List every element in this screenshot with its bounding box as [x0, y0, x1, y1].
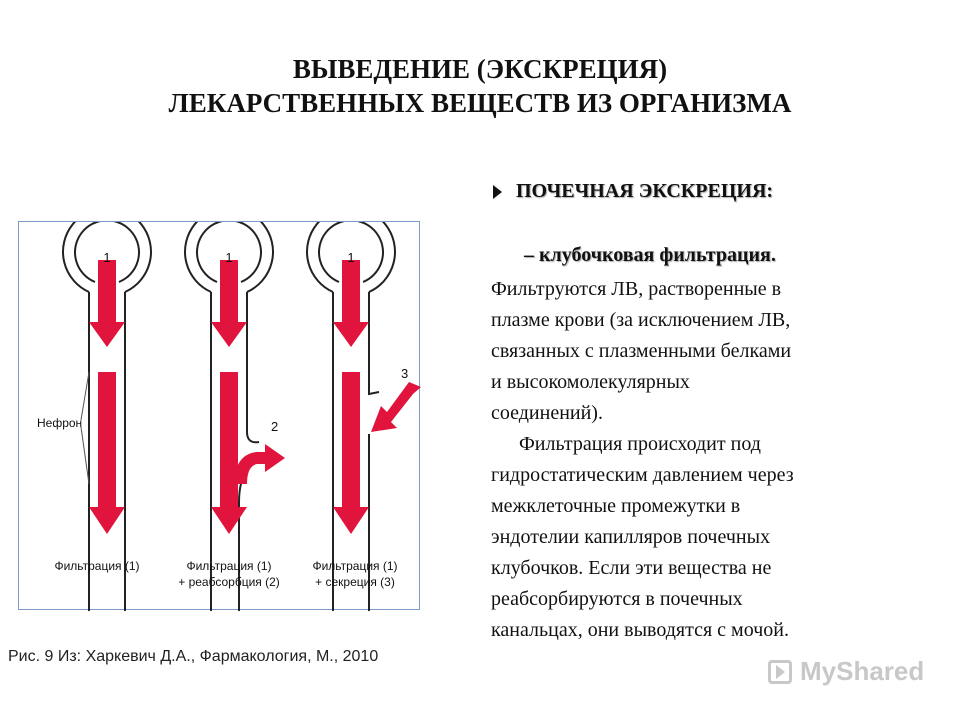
nephron-pointer-bottom [80, 426, 90, 485]
watermark-text: MyShared [800, 656, 925, 686]
bullet-arrow-icon [493, 184, 502, 199]
arrow-label-3: 3 [401, 366, 408, 381]
section-heading: ПОЧЕЧНАЯ ЭКСКРЕЦИЯ: [493, 180, 773, 203]
play-logo-icon [768, 659, 792, 684]
paragraph-2-line: межклеточные промежутки в [491, 495, 741, 517]
nephron-3 [306, 222, 421, 611]
diagram3-caption-1: Фильтрация (1) [312, 559, 397, 573]
subheading: – клубочковая фильтрация. [524, 244, 776, 266]
paragraph-2-line: канальцах, они выводятся с мочой. [491, 619, 789, 641]
nephron-figure: 1 1 1 2 3 Нефрон Фильтрация (1) Фильтрац… [18, 221, 421, 611]
paragraph-1-line: плазме крови (за исключением ЛВ, [491, 309, 791, 331]
paragraph-1-line: соединений). [491, 402, 603, 424]
diagram3-caption-2: + секреция (3) [315, 575, 395, 589]
paragraph-1-line: и высокомолекулярных [491, 371, 690, 393]
diagram2-caption-1: Фильтрация (1) [186, 559, 271, 573]
body-text: Фильтруются ЛВ, растворенные в плазме кр… [491, 274, 911, 646]
diagram1-caption: Фильтрация (1) [54, 559, 139, 573]
arrow-label-1b: 1 [225, 250, 232, 265]
nephron-diagram: 1 1 1 2 3 Нефрон Фильтрация (1) Фильтрац… [37, 222, 421, 611]
title-line-2: ЛЕКАРСТВЕННЫХ ВЕЩЕСТВ ИЗ ОРГАНИЗМА [168, 88, 792, 118]
paragraph-2-line: реабсорбируются в почечных [491, 588, 743, 610]
section-heading-text: ПОЧЕЧНАЯ ЭКСКРЕЦИЯ: [516, 180, 774, 202]
arrow-label-1c: 1 [347, 250, 354, 265]
paragraph-2-line: Фильтрация происходит под [519, 433, 761, 455]
title-line-1: ВЫВЕДЕНИЕ (ЭКСКРЕЦИЯ) [292, 54, 668, 84]
nephron-2 [184, 222, 285, 611]
arrow-label-2: 2 [271, 419, 278, 434]
paragraph-2-line: клубочков. Если эти вещества не [491, 557, 772, 579]
nephron-pointer-top [80, 371, 90, 421]
nephron-label: Нефрон [37, 416, 82, 430]
paragraph-1-line: связанных с плазменными белками [491, 340, 792, 362]
paragraph-2-line: гидростатическим давлением через [491, 464, 794, 486]
figure-caption: Рис. 9 Из: Харкевич Д.А., Фармакология, … [8, 648, 379, 665]
paragraph-2-line: эндотелии капилляров почечных [491, 526, 771, 548]
diagram2-caption-2: + реабсорбция (2) [178, 575, 280, 589]
watermark: MyShared [768, 656, 924, 687]
slide-title: ВЫВЕДЕНИЕ (ЭКСКРЕЦИЯ) ЛЕКАРСТВЕННЫХ ВЕЩЕ… [0, 52, 960, 120]
nephron-1 [62, 222, 152, 611]
paragraph-1-line: Фильтруются ЛВ, растворенные в [491, 278, 782, 300]
arrow-label-1a: 1 [103, 250, 110, 265]
